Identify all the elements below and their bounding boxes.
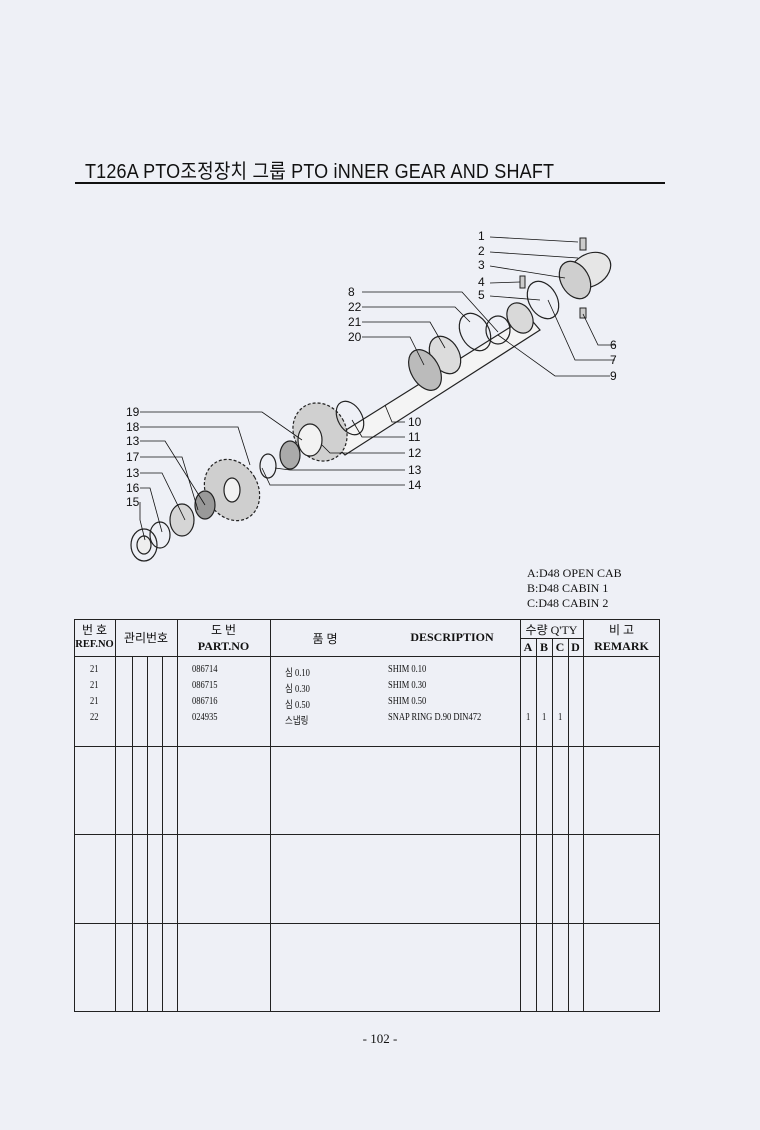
cell-name-ko: 심 0.10 bbox=[285, 668, 310, 679]
col-divider bbox=[536, 638, 537, 1012]
callout-label: 21 bbox=[348, 315, 362, 329]
cell-qty-b: 1 bbox=[542, 712, 547, 723]
legend-line-c: C:D48 CABIN 2 bbox=[527, 596, 609, 610]
callouts-left bbox=[139, 291, 499, 541]
header-name-ko: 품 명 bbox=[312, 632, 338, 646]
header-mgmt-ko: 관리번호 bbox=[123, 631, 169, 645]
cell-ref: 21 bbox=[90, 696, 99, 707]
cell-name-ko: 심 0.50 bbox=[285, 700, 310, 711]
callout-label: 7 bbox=[610, 353, 617, 367]
callout-label: 6 bbox=[610, 338, 617, 352]
callout-label: 15 bbox=[126, 495, 140, 509]
callout-label: 2 bbox=[478, 244, 485, 258]
callout-label: 12 bbox=[408, 446, 422, 460]
callout-label: 14 bbox=[408, 478, 422, 492]
parts-table: 번 호 REF.NO 관리번호 도 번 PART.NO 품 명 DESCRIPT… bbox=[74, 619, 660, 1012]
callout-label: 13 bbox=[126, 466, 140, 480]
cell-name-ko: 심 0.30 bbox=[285, 684, 310, 695]
cell-ref: 21 bbox=[90, 664, 99, 675]
col-divider bbox=[552, 638, 553, 1012]
cell-part: 086716 bbox=[192, 696, 218, 707]
callout-label: 10 bbox=[408, 415, 422, 429]
col-divider bbox=[177, 619, 178, 1012]
callout-label: 8 bbox=[348, 285, 355, 299]
cab-legend: A:D48 OPEN CAB B:D48 CABIN 1 C:D48 CABIN… bbox=[527, 566, 622, 611]
header-ref-en: REF.NO bbox=[75, 639, 114, 650]
row-divider bbox=[74, 656, 660, 657]
cell-qty-a: 1 bbox=[526, 712, 531, 723]
cell-desc: SNAP RING D.90 DIN472 bbox=[388, 712, 482, 723]
table-frame bbox=[74, 619, 660, 1012]
header-part-en: PART.NO bbox=[197, 639, 250, 653]
callout-label: 4 bbox=[478, 275, 485, 289]
bearing-20-21 bbox=[408, 335, 462, 391]
header-remark-en: REMARK bbox=[594, 639, 649, 653]
cell-qty-c: 1 bbox=[558, 712, 563, 723]
header-qty-c: C bbox=[555, 640, 565, 654]
cell-desc: SHIM 0.10 bbox=[388, 664, 427, 675]
cell-ref: 22 bbox=[90, 712, 99, 723]
cell-part: 086715 bbox=[192, 680, 218, 691]
col-divider bbox=[583, 619, 584, 1012]
header-ref-ko: 번 호 bbox=[81, 623, 108, 637]
legend-line-a: A:D48 OPEN CAB bbox=[527, 566, 622, 580]
row-divider bbox=[74, 923, 660, 924]
cell-name-ko: 스냅링 bbox=[285, 716, 309, 727]
header-remark-ko: 비 고 bbox=[608, 623, 635, 637]
callout-label: 3 bbox=[478, 258, 485, 272]
col-divider bbox=[270, 619, 271, 1012]
header-desc-en: DESCRIPTION bbox=[410, 630, 494, 644]
row-divider bbox=[520, 638, 583, 639]
row-divider bbox=[74, 834, 660, 835]
callout-label: 9 bbox=[610, 369, 617, 383]
callout-label: 13 bbox=[126, 434, 140, 448]
col-divider bbox=[568, 638, 569, 1012]
gear-18 bbox=[203, 440, 301, 522]
callout-label: 5 bbox=[478, 288, 485, 302]
header-qty: 수량 Q'TY bbox=[525, 623, 578, 637]
cell-ref: 21 bbox=[90, 680, 99, 691]
cell-part: 024935 bbox=[192, 712, 218, 723]
page-number: - 102 - bbox=[362, 1031, 398, 1046]
callout-label: 19 bbox=[126, 405, 140, 419]
header-qty-b: B bbox=[539, 640, 548, 654]
cell-desc: SHIM 0.30 bbox=[388, 680, 427, 691]
col-divider bbox=[520, 619, 521, 1012]
col-divider bbox=[115, 619, 116, 1012]
callout-label: 20 bbox=[348, 330, 362, 344]
housing-assembly bbox=[458, 251, 612, 352]
small-parts bbox=[519, 237, 587, 319]
title-rule bbox=[75, 182, 665, 184]
cell-desc: SHIM 0.50 bbox=[388, 696, 427, 707]
callout-label: 22 bbox=[348, 300, 362, 314]
page-title: T126A PTO조정장치 그룹 PTO iNNER GEAR AND SHAF… bbox=[85, 161, 555, 183]
callout-label: 17 bbox=[126, 450, 140, 464]
header-qty-a: A bbox=[523, 640, 533, 654]
callout-label: 11 bbox=[408, 430, 421, 444]
legend-line-b: B:D48 CABIN 1 bbox=[527, 581, 609, 595]
gear-12 bbox=[292, 400, 365, 462]
callout-label: 18 bbox=[126, 420, 140, 434]
row-divider bbox=[74, 746, 660, 747]
callout-label: 13 bbox=[408, 463, 422, 477]
callouts-right bbox=[261, 236, 615, 486]
header-qty-d: D bbox=[571, 640, 580, 654]
cell-part: 086714 bbox=[192, 664, 218, 675]
callout-label: 1 bbox=[478, 229, 485, 243]
callout-label: 16 bbox=[126, 481, 140, 495]
header-part-ko: 도 번 bbox=[210, 623, 237, 637]
